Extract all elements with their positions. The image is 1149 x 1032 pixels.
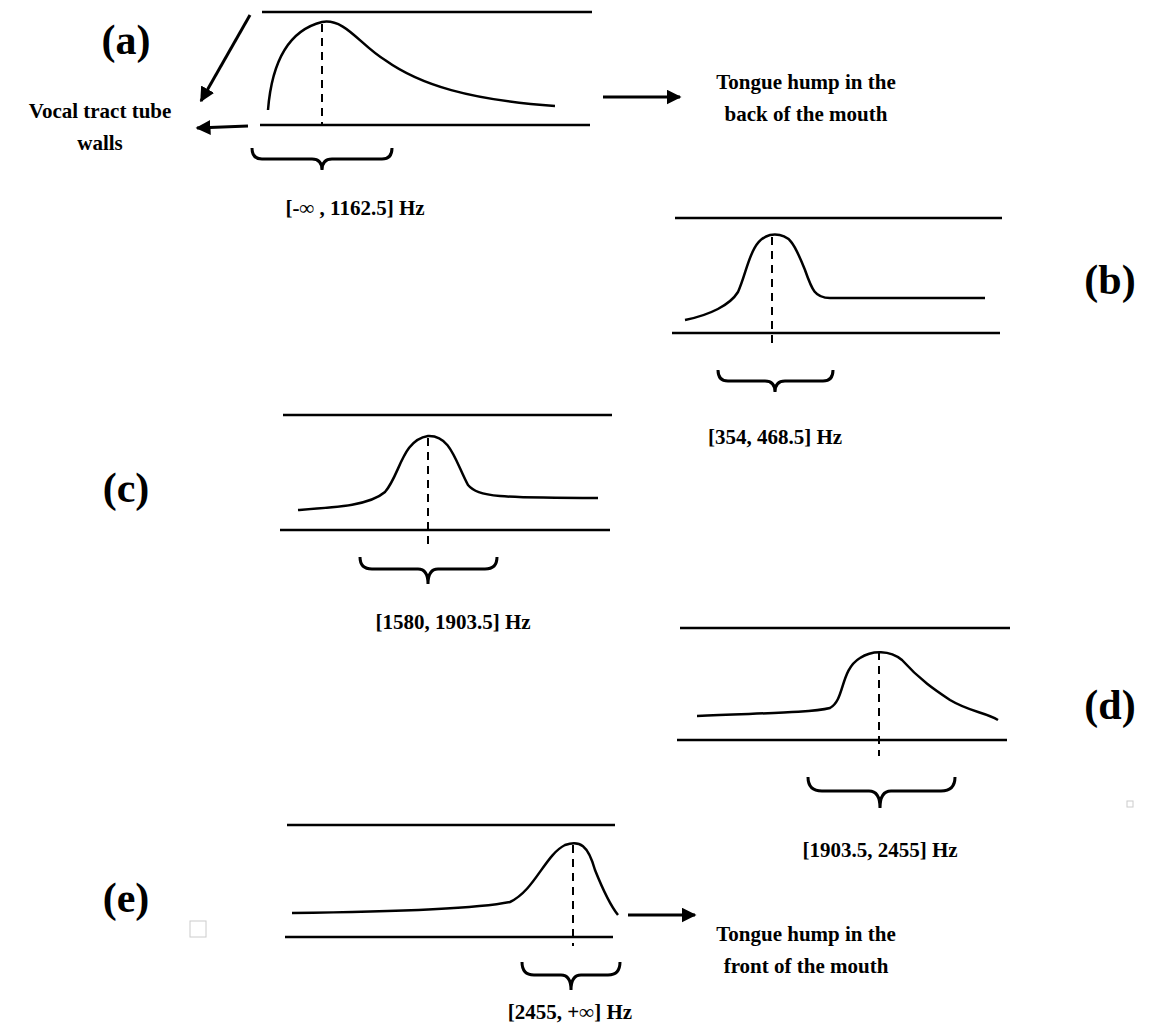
frequency-range: [1580, 1903.5] Hz [323,606,583,638]
artifact-square [190,921,206,937]
frequency-range: [2455, +∞] Hz [450,996,690,1028]
frequency-range: [-∞ , 1162.5] Hz [215,192,495,224]
panel-c [280,415,612,584]
panel-letter: (c) [81,465,171,511]
panel-b [672,218,1002,392]
artifact-square [1127,801,1133,807]
panel-letter: (a) [81,17,171,63]
panel-a [197,12,680,170]
callout-text: Tongue hump in the front of the mouth [716,918,896,982]
panel-d [677,628,1010,808]
panel-e [285,825,695,990]
frequency-range: [354, 468.5] Hz [655,421,895,453]
callout-text: Tongue hump in the back of the mouth [716,66,896,130]
panel-letter: (e) [81,875,171,921]
panel-letter: (b) [1075,257,1145,303]
callout-text: Vocal tract tube walls [8,95,193,159]
panel-letter: (d) [1075,682,1145,728]
frequency-range: [1903.5, 2455] Hz [750,834,1010,866]
